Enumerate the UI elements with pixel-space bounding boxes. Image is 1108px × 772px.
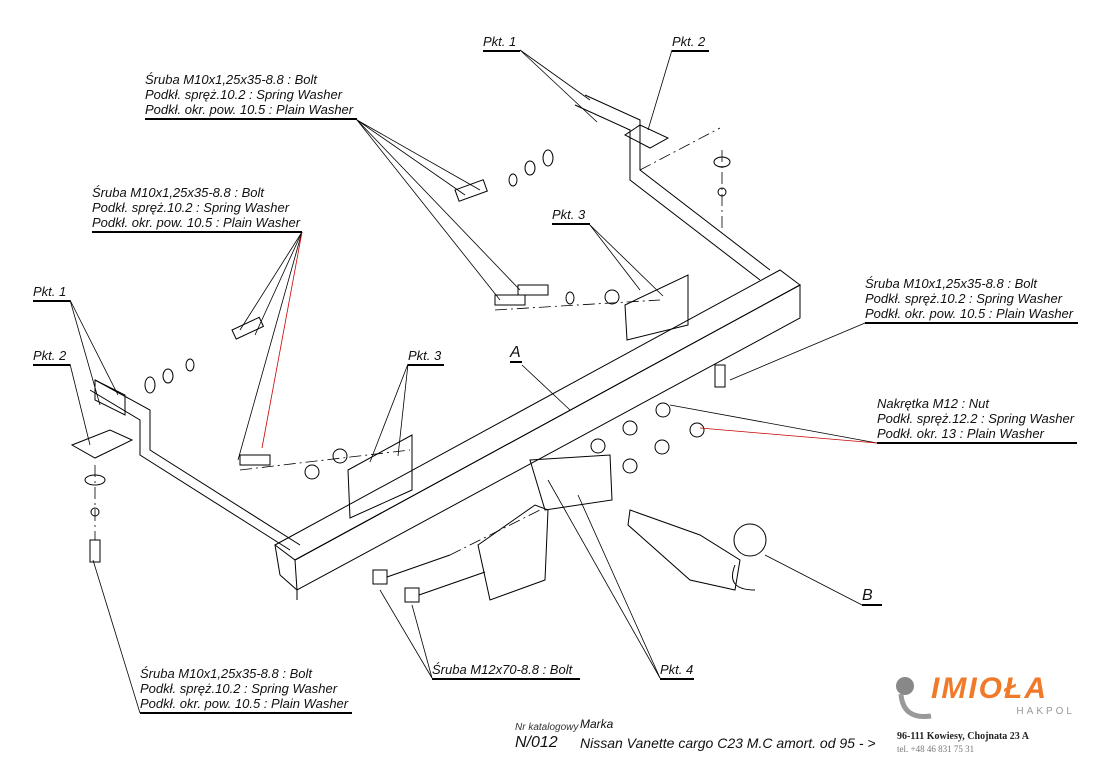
fastener-line: Podkł. spręż.10.2 : Spring Washer [145,87,343,102]
fastener-line: Podkł. spręż.12.2 : Spring Washer [877,411,1075,426]
center-lines [94,127,723,556]
logo-word: IMIOŁA [931,672,1048,705]
fastener-line: Podkł. spręż.10.2 : Spring Washer [92,200,290,215]
fastener-line: Podkł. okr. pow. 10.5 : Plain Washer [145,102,354,117]
fastener-line: Podkł. okr. pow. 10.5 : Plain Washer [92,215,301,230]
company-address: 96-111 Kowiesy, Chojnata 23 A [897,731,1029,742]
fastener-line: Nakrętka M12 : Nut [877,396,989,411]
mount-plate-left [347,434,413,519]
crossbar [274,269,801,600]
label-pkt1-top: Pkt. 1 [483,34,520,52]
ball-mount [477,454,767,601]
fastener-line: Śruba M10x1,25x35-8.8 : Bolt [92,185,264,200]
catalog-number-label: Nr katalogowy [515,722,579,733]
label-pkt4: Pkt. 4 [660,662,694,680]
label-pkt1-left: Pkt. 1 [33,284,70,302]
leader-lines [69,49,878,714]
fastener-line: Podkł. spręż.10.2 : Spring Washer [140,681,338,696]
fastener-line: Śruba M10x1,25x35-8.8 : Bolt [145,72,317,87]
fastener-line: Podkł. spręż.10.2 : Spring Washer [865,291,1063,306]
fastener-group-right: Śruba M10x1,25x35-8.8 : Bolt Podkł. sprę… [865,276,1078,324]
nut-group: Nakrętka M12 : Nut Podkł. spręż.12.2 : S… [877,396,1077,444]
fastener-group-bottom: Śruba M10x1,25x35-8.8 : Bolt Podkł. sprę… [140,666,352,714]
fastener-group-top: Śruba M10x1,25x35-8.8 : Bolt Podkł. sprę… [145,72,357,120]
right-bracket [574,94,771,281]
label-bolt-m12: Śruba M12x70-8.8 : Bolt [432,662,580,680]
fastener-line: Podkł. okr. pow. 10.5 : Plain Washer [865,306,1074,321]
vehicle-model: Nissan Vanette cargo C23 M.C amort. od 9… [580,735,876,751]
label-pkt2-left: Pkt. 2 [33,348,70,366]
label-pkt2-top: Pkt. 2 [672,34,709,52]
fastener-line: Śruba M10x1,25x35-8.8 : Bolt [140,666,312,681]
left-bracket [70,379,301,551]
company-phone: tel. +48 46 831 75 31 [897,744,975,754]
label-part-b: B [862,588,882,606]
label-pkt3-top: Pkt. 3 [552,207,590,225]
fastener-line: Podkł. okr. pow. 10.5 : Plain Washer [140,696,349,711]
label-part-a: A [510,344,522,363]
brand-label: Marka [580,717,614,731]
logo-sub: HAKPOL [1016,706,1075,717]
company-logo: IMIOŁA HAKPOL [893,672,1083,724]
fastener-line: Śruba M10x1,25x35-8.8 : Bolt [865,276,1037,291]
fastener-line: Podkł. okr. 13 : Plain Washer [877,426,1044,441]
bolts [89,179,726,603]
label-pkt3-mid: Pkt. 3 [408,348,444,366]
fastener-group-left: Śruba M10x1,25x35-8.8 : Bolt Podkł. sprę… [92,185,302,233]
mount-plate-right [624,274,689,341]
tow-ball-logo-icon [896,677,932,720]
catalog-number: N/012 [515,734,558,751]
